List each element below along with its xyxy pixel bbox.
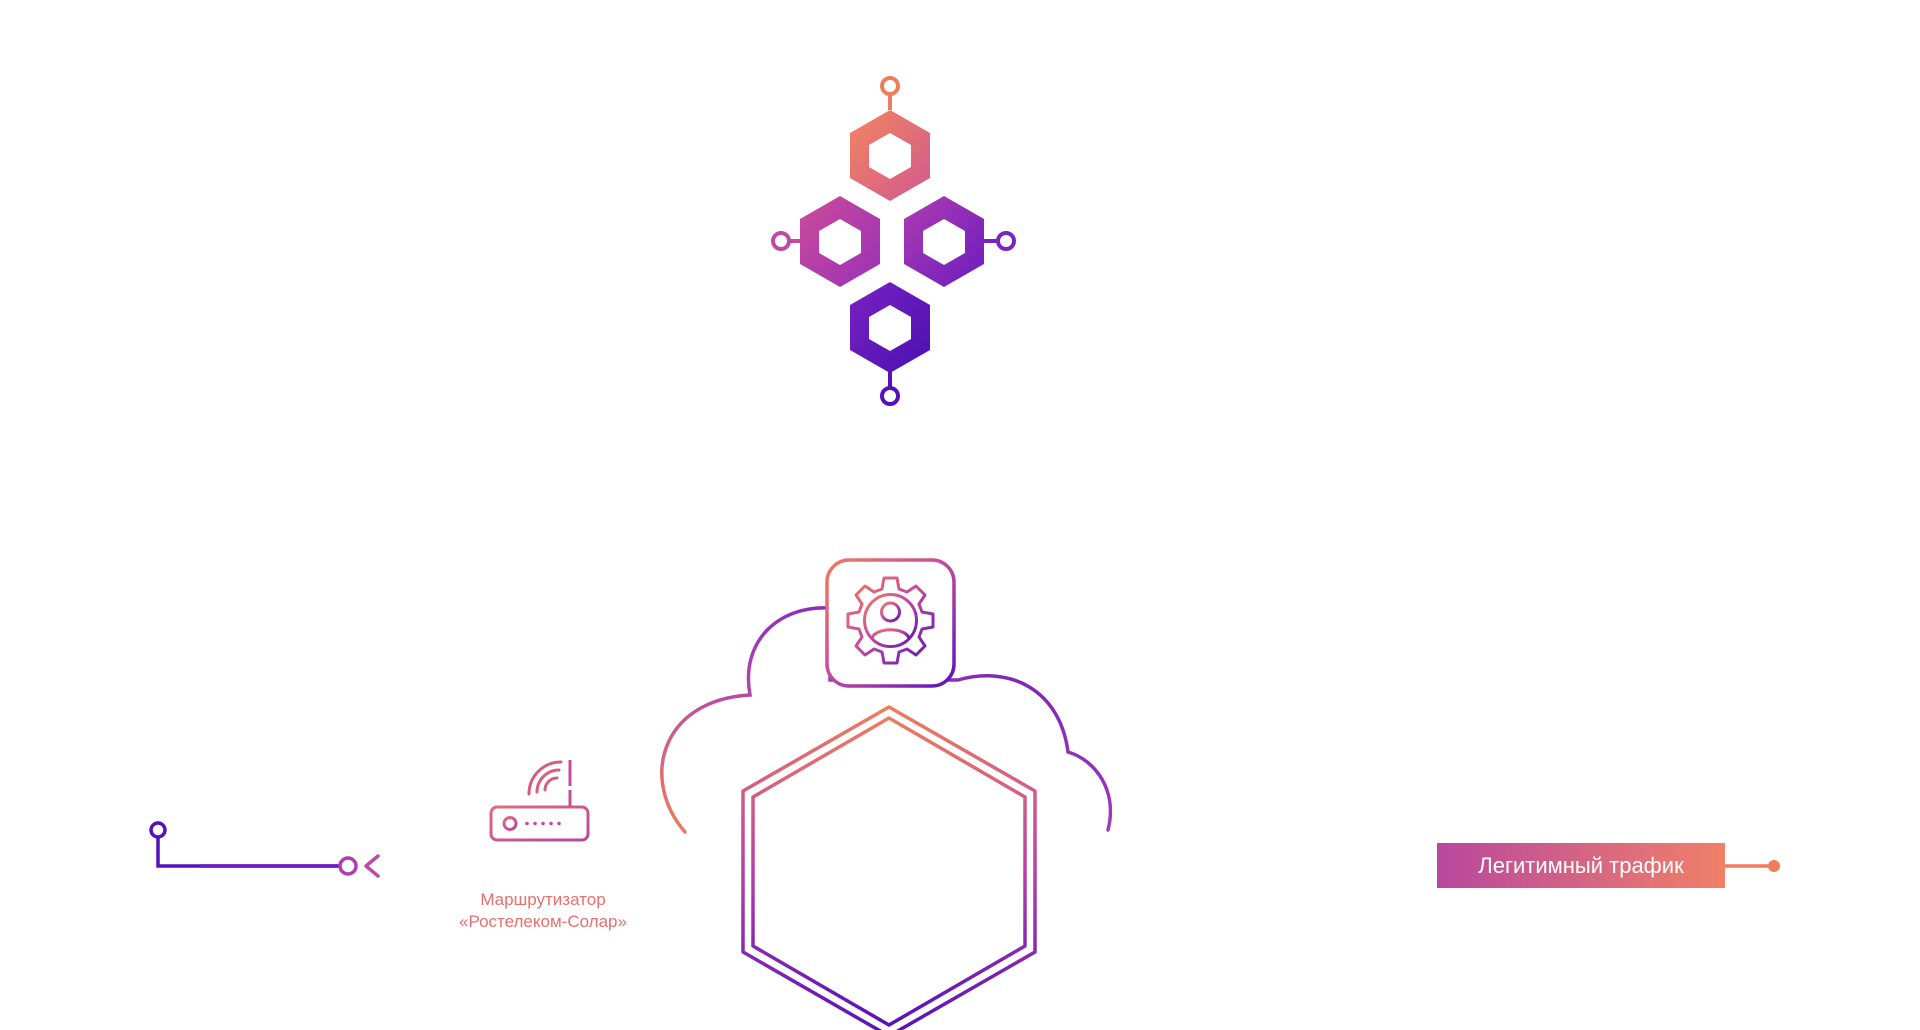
router-caption-line1: Маршрутизатор <box>480 890 605 909</box>
central-hexagon <box>741 705 1037 1030</box>
gear-user-icon <box>825 558 956 688</box>
left-traffic-line <box>149 821 741 878</box>
cluster-hex-top <box>850 110 930 201</box>
arrow-left-icon <box>364 854 380 878</box>
cluster-hex-bottom <box>850 282 930 373</box>
legitimate-traffic-label: Легитимный трафик <box>1478 853 1684 878</box>
cluster-hex-left <box>800 196 880 287</box>
hexagon-cluster-icon <box>771 76 1016 406</box>
right-traffic-line <box>1037 860 1780 872</box>
cluster-hex-right <box>904 196 984 287</box>
router-icon <box>489 760 590 842</box>
router-caption-line2: «Ростелеком-Солар» <box>459 912 627 931</box>
legitimate-traffic-badge: Легитимный трафик <box>1437 843 1725 888</box>
